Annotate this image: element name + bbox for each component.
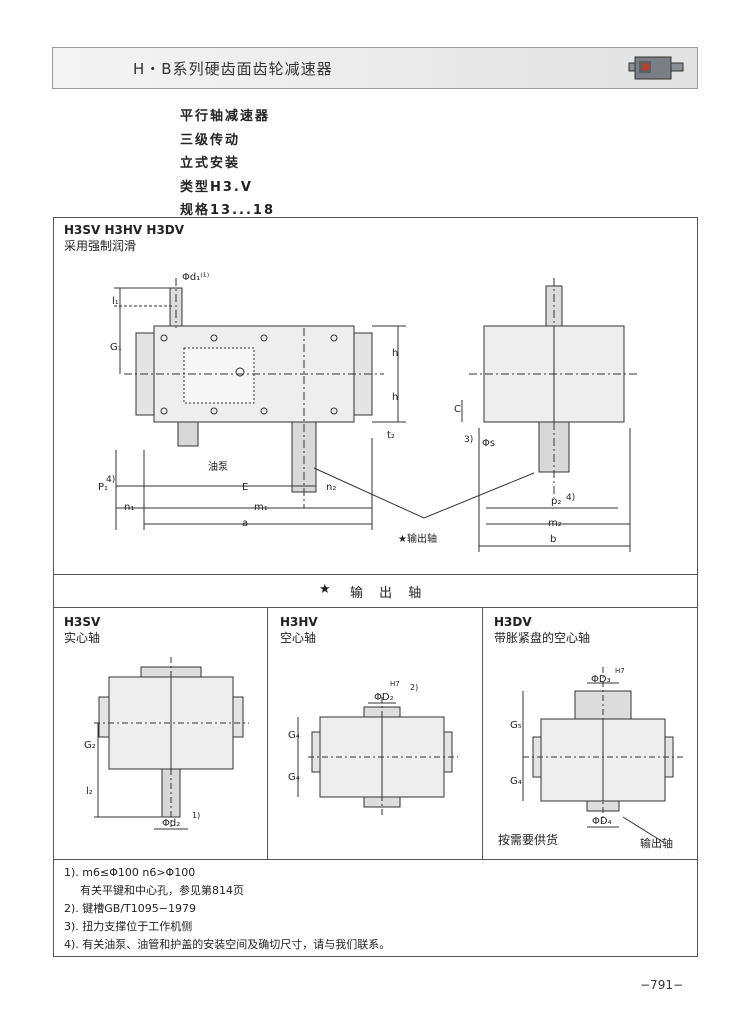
spec-list: 平行轴减速器 三级传动 立式安装 类型H3.V 规格13...18 [180,105,275,223]
variant-name: 实心轴 [64,631,101,645]
top-section-subtitle: 采用强制润滑 [64,239,137,253]
dim-G2: G₂ [84,740,96,751]
dim-d2: Φd₂ [162,818,181,829]
h3sv-drawing [94,657,249,830]
dim-E: E [242,482,249,493]
output-shaft-bar: ★ 输 出 轴 [54,574,697,608]
supply-note: 按需要供货 [498,833,559,847]
dim-h-lower: h [392,392,399,403]
dim-D2-note: 2) [410,683,419,692]
spec-line: 平行轴减速器 [180,109,271,124]
dim-G1: G₁ [110,342,122,353]
dim-P1: P₁ [98,482,109,493]
dim-m1: m₁ [254,502,268,513]
h3hv-drawing [297,697,458,817]
separator [482,607,483,859]
output-shaft-label: 输出轴 [640,837,673,850]
dim-m2: m₂ [548,518,562,529]
variant-h3sv-label: H3SV 实心轴 [64,614,100,646]
dim-t2: t₂ [387,430,395,441]
footnote: 有关平键和中心孔，参见第814页 [80,884,244,897]
spec-line: 类型H3.V [180,179,253,195]
variant-name: 带胀紧盘的空心轴 [494,631,591,645]
dim-D3: ΦD₃ [591,674,611,685]
dim-G5: G₅ [510,720,522,731]
separator [54,859,697,860]
dim-a: a [242,518,249,529]
dim-p2: p₂ [551,496,562,507]
footnote: 2). 键槽GB/T1095−1979 [64,902,196,915]
drawing-frame: H3SV H3HV H3DV 采用强制润滑 [53,217,698,957]
page-number: −791− [640,978,684,992]
footnote: 4). 有关油泵、油管和护盖的安装空间及确切尺寸，请与我们联系。 [64,938,391,951]
spec-line: 立式安装 [180,156,241,171]
dim-h-upper: h [392,348,399,359]
dim-n1: n₁ [124,502,135,513]
dim-l2: l₂ [86,786,93,797]
dim-d1: Φd₁⁽¹⁾ [182,272,210,283]
header-bar: H・B系列硬齿面齿轮减速器 [52,47,698,89]
dim-G4-lower: G₄ [288,772,300,783]
variant-name: 空心轴 [280,631,317,645]
header-title: H・B系列硬齿面齿轮减速器 [133,60,333,78]
footnote: 1). m6≤Φ100 n6>Φ100 [64,866,196,879]
dim-P1-note: 4) [106,475,116,485]
separator [267,607,268,859]
output-shaft-title: 输 出 轴 [350,586,428,601]
variant-h3dv-label: H3DV 带胀紧盘的空心轴 [494,614,590,646]
gearbox-thumbnail-icon [625,51,687,85]
dim-C: C [454,404,461,415]
variant-code: H3HV [280,615,318,629]
variant-h3hv-label: H3HV 空心轴 [280,614,318,646]
dim-n2: n₂ [326,482,337,493]
output-shaft-callout: ★输出轴 [398,534,437,545]
variant-code: H3SV [64,615,101,629]
dim-D4: ΦD₄ [592,816,612,827]
dim-b: b [550,534,557,545]
footnotes: 1). m6≤Φ100 n6>Φ100 有关平键和中心孔，参见第814页 2).… [64,864,390,954]
top-section-title: H3SV H3HV H3DV [64,223,185,237]
oil-pump-label: 油泵 [208,462,228,473]
dim-d2-note: 1) [192,811,201,820]
dim-G4: G₄ [510,776,522,787]
dim-s-note: 3) [464,435,474,445]
dim-s: Φs [482,438,496,449]
h3dv-drawing [522,667,683,843]
dim-l1: l₁ [112,296,119,307]
spec-line: 规格13...18 [180,203,275,218]
star-icon: ★ [319,582,331,597]
dim-D2: ΦD₂ [374,692,394,703]
variant-code: H3DV [494,615,532,629]
dim-D3-tol: H7 [615,667,625,675]
dim-p2-note: 4) [566,493,576,503]
dim-G4-upper: G₄ [288,730,300,741]
spec-line: 三级传动 [180,132,241,148]
main-dimension-drawing [114,278,639,552]
footnote: 3). 扭力支撑位于工作机侧 [64,920,193,933]
dim-D2-tol: H7 [390,680,400,688]
top-section-label: H3SV H3HV H3DV 采用强制润滑 [64,222,184,254]
